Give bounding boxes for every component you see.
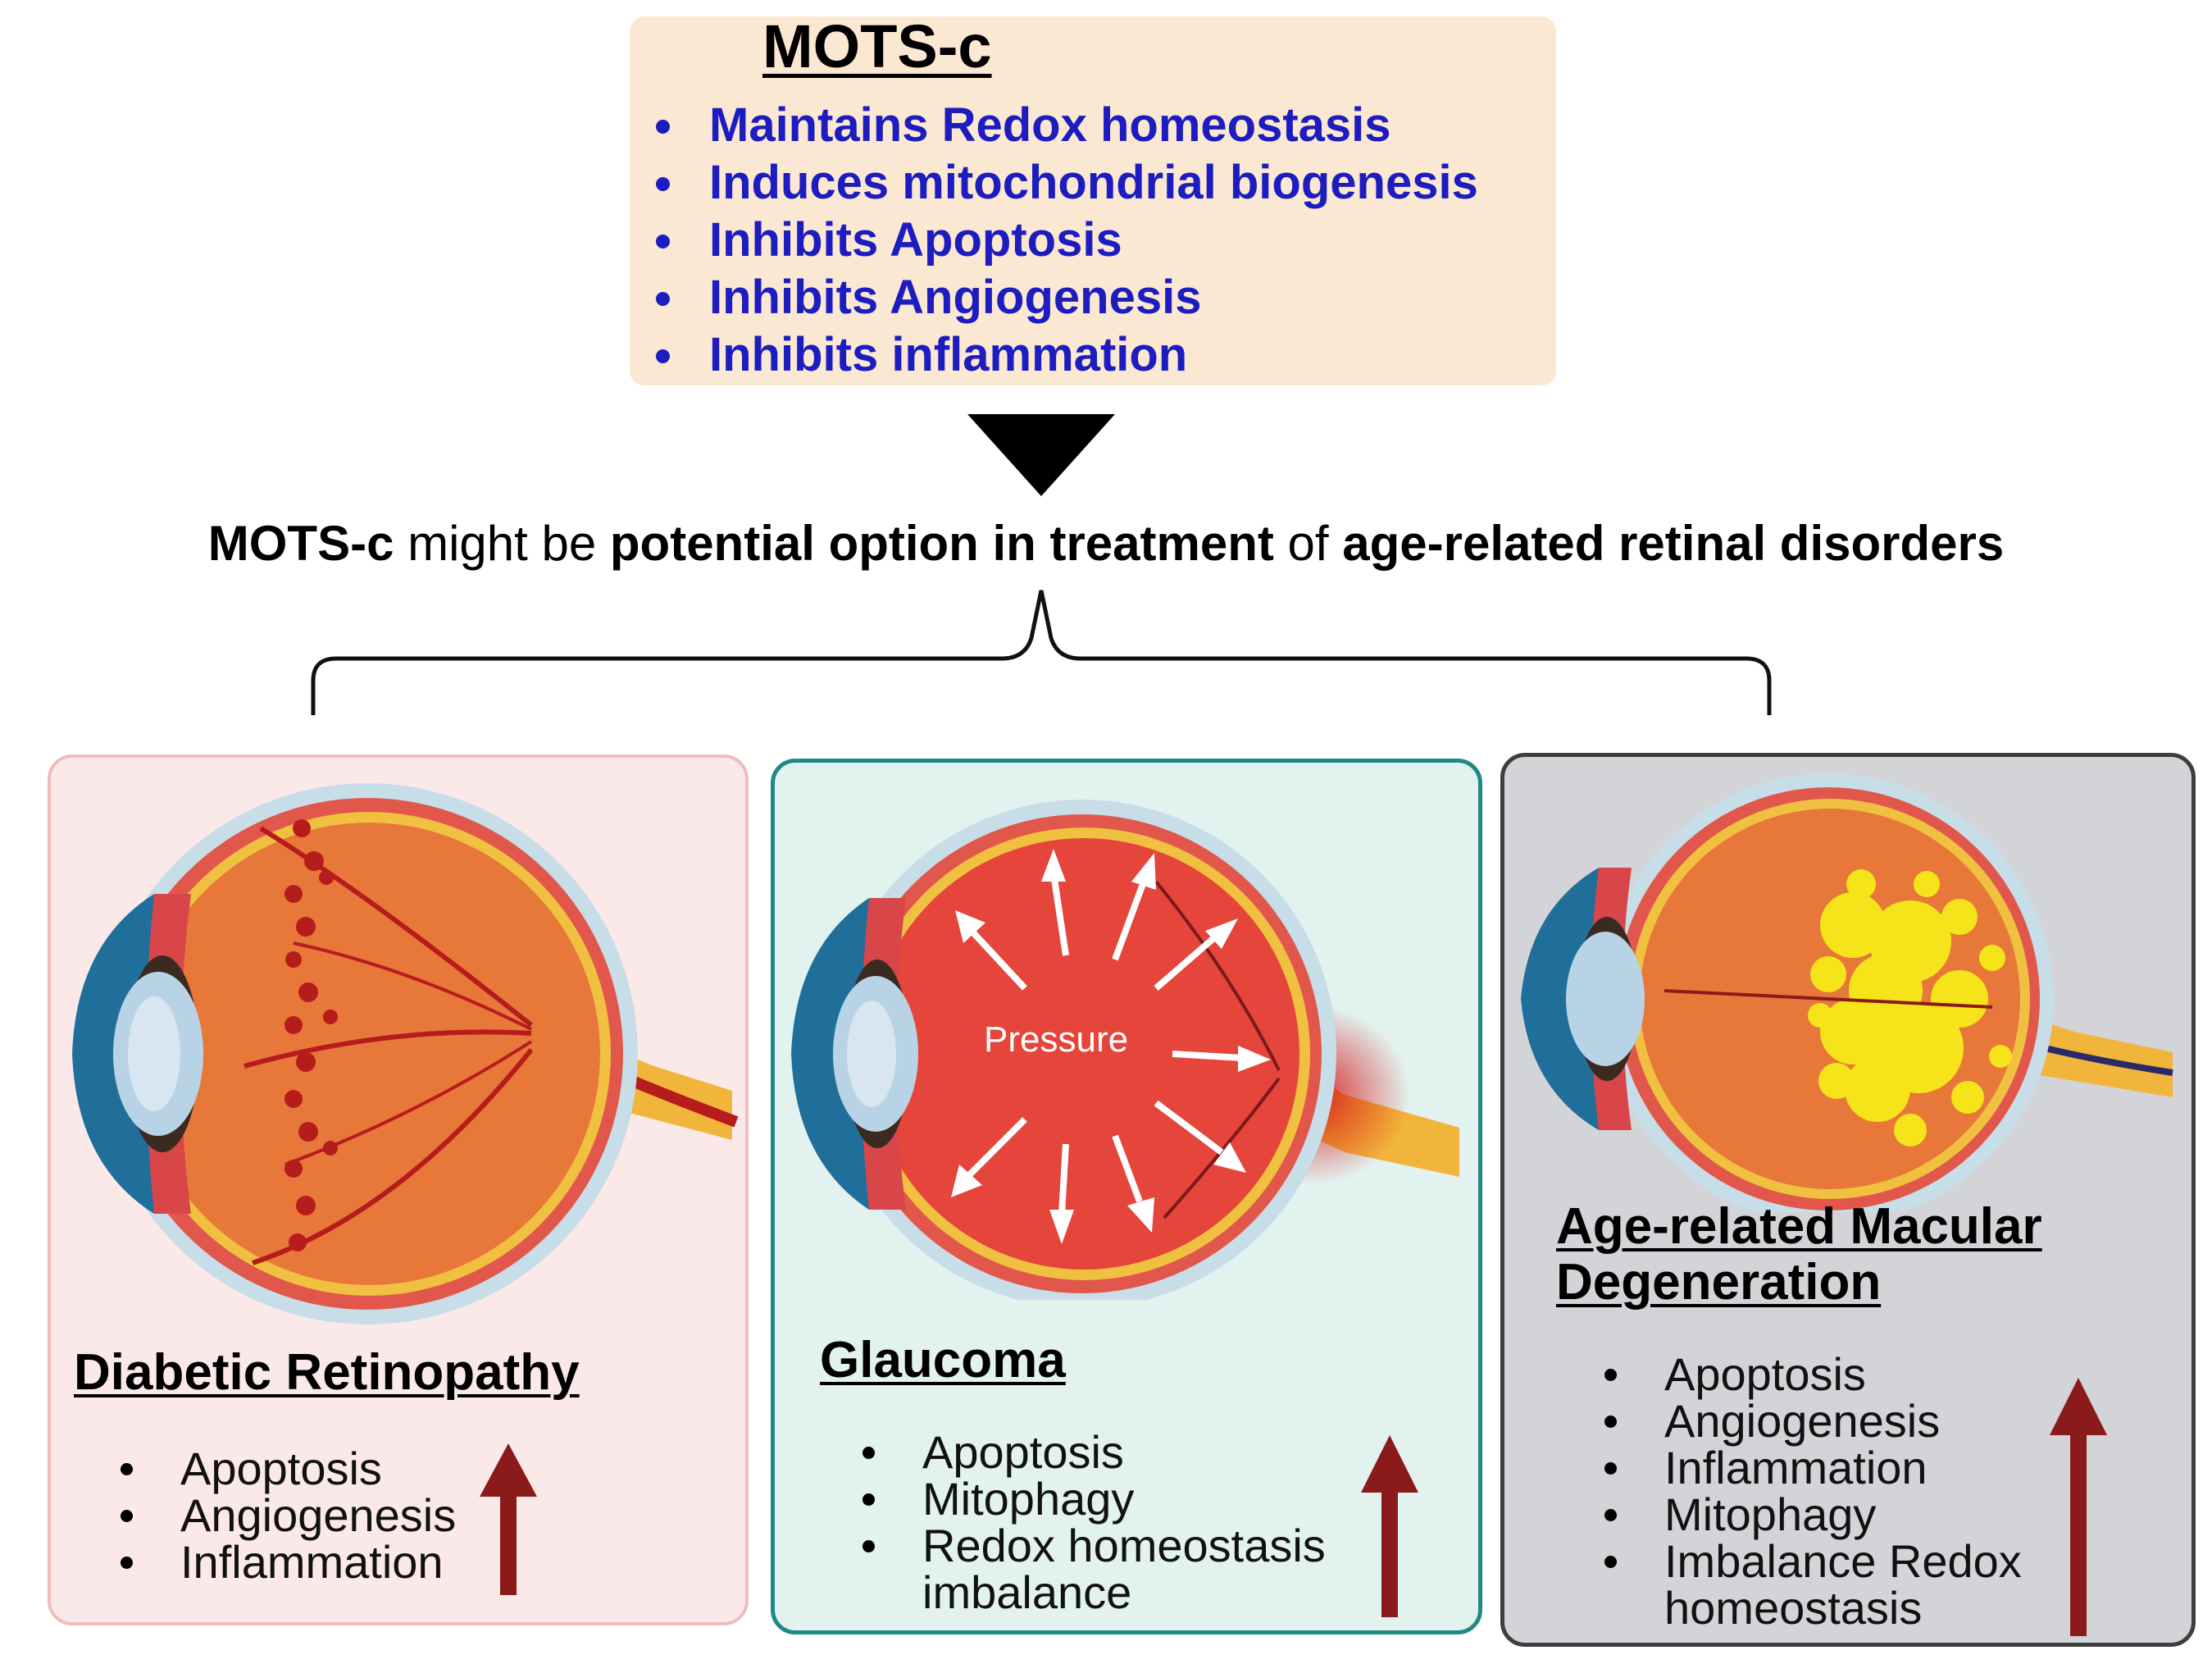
effect-item: Inflammation	[1595, 1444, 2022, 1491]
mots-function-item: Inhibits inflammation	[648, 326, 1478, 384]
curly-brace-icon	[311, 590, 1772, 715]
summary-statement: MOTS-c might be potential option in trea…	[0, 515, 2212, 572]
mots-function-item: Inhibits Angiogenesis	[648, 269, 1478, 326]
summary-subject: MOTS-c	[207, 516, 394, 571]
amd-effects: Apoptosis Angiogenesis Inflammation Mito…	[1595, 1351, 2022, 1631]
eye-glaucoma-icon	[791, 800, 1459, 1300]
mots-function-item: Induces mitochondrial biogenesis	[648, 154, 1478, 212]
arrow-down-triangle-icon	[967, 414, 1115, 496]
mots-function-item: Maintains Redox homeostasis	[648, 97, 1478, 154]
effect-item: Angiogenesis	[111, 1492, 456, 1539]
mots-function-item: Inhibits Apoptosis	[648, 212, 1478, 269]
effect-item: Redox homeostasis	[853, 1522, 1326, 1569]
amd-heading: Age-related Macular Degeneration	[1556, 1199, 2042, 1311]
eye-diabetic-retinopathy-icon	[72, 783, 739, 1324]
eye-amd-icon	[1521, 773, 2173, 1212]
effect-item-continuation: imbalance	[922, 1566, 1132, 1618]
mots-c-title: MOTS-c	[762, 12, 992, 80]
amd-heading-line1: Age-related Macular	[1556, 1198, 2042, 1255]
effect-item: Apoptosis	[111, 1445, 456, 1492]
effect-item: Mitophagy	[853, 1475, 1326, 1522]
glaucoma-effects: Apoptosis Mitophagy Redox homeostasis im…	[853, 1429, 1326, 1616]
effect-item: Angiogenesis	[1595, 1397, 2022, 1444]
amd-heading-line2: Degeneration	[1556, 1254, 1882, 1311]
summary-emphasis: potential option in treatment	[609, 516, 1274, 571]
up-arrow-increase-icon	[1361, 1435, 1418, 1617]
summary-target: age-related retinal disorders	[1342, 516, 2005, 571]
summary-text: might be	[394, 516, 610, 571]
effect-item: Apoptosis	[1595, 1351, 2022, 1397]
effect-item: Imbalance Redox	[1595, 1538, 2022, 1584]
effect-item: Mitophagy	[1595, 1491, 2022, 1538]
effect-item-continuation: homeostasis	[1664, 1582, 1923, 1634]
diabetic-retinopathy-effects: Apoptosis Angiogenesis Inflammation	[111, 1445, 456, 1585]
up-arrow-increase-icon	[480, 1443, 537, 1595]
diabetic-retinopathy-heading: Diabetic Retinopathy	[74, 1344, 580, 1401]
up-arrow-increase-icon	[2050, 1378, 2107, 1636]
effect-item: Apoptosis	[853, 1429, 1326, 1475]
effect-item: Inflammation	[111, 1539, 456, 1585]
pressure-label: Pressure	[984, 1019, 1129, 1060]
mots-c-box	[630, 16, 1556, 385]
summary-text: of	[1273, 516, 1343, 571]
glaucoma-heading: Glaucoma	[820, 1332, 1066, 1388]
mots-c-functions-list: Maintains Redox homeostasis Induces mito…	[648, 97, 1478, 384]
